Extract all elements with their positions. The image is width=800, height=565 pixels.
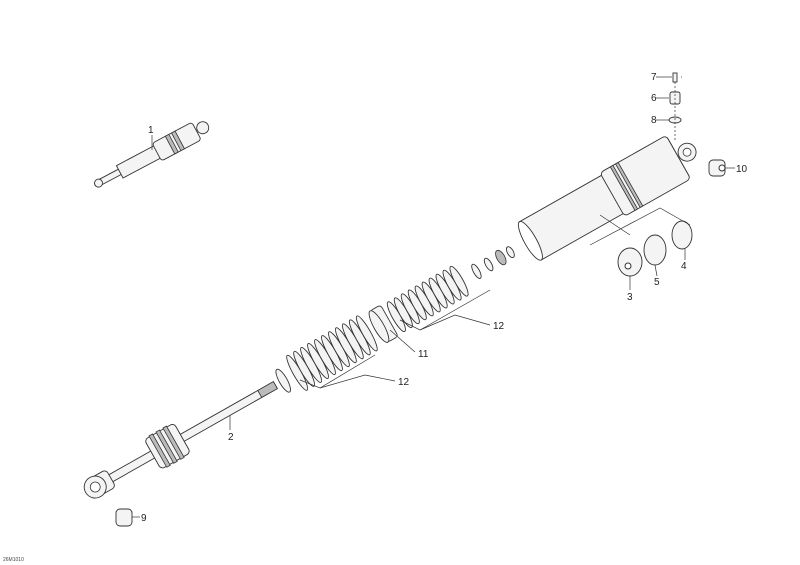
part-10-bushing[interactable]	[708, 159, 726, 177]
washer[interactable]	[505, 245, 516, 259]
part-4-diaphragm[interactable]	[671, 220, 693, 250]
spring-coil	[449, 265, 469, 297]
callout-5[interactable]: 5	[654, 277, 660, 288]
callout-8[interactable]: 8	[651, 115, 657, 126]
part-9-bushing[interactable]	[115, 508, 133, 527]
callout-9[interactable]: 9	[141, 513, 147, 524]
callout-12-lower[interactable]: 12	[398, 377, 410, 388]
callout-6[interactable]: 6	[651, 93, 657, 104]
part-11-piston[interactable]	[366, 305, 399, 345]
callout-2[interactable]: 2	[228, 432, 234, 443]
washer[interactable]	[483, 257, 495, 272]
shock-body[interactable]	[513, 126, 707, 266]
part-2-shaft[interactable]	[77, 369, 284, 508]
leader-lines	[132, 76, 735, 518]
callout-10[interactable]: 10	[736, 164, 748, 175]
spring-upper[interactable]	[385, 264, 471, 333]
part-3-cap[interactable]	[617, 247, 643, 277]
part-1-shock-assembly[interactable]	[90, 116, 212, 194]
washer[interactable]	[273, 367, 293, 394]
callout-1[interactable]: 1	[148, 125, 154, 136]
spring-lower[interactable]	[284, 314, 380, 392]
callout-4[interactable]: 4	[681, 261, 687, 272]
part-5-ring[interactable]	[643, 234, 667, 266]
diagram-code: 26M1010	[3, 557, 24, 563]
callout-12-upper[interactable]: 12	[493, 321, 505, 332]
washer[interactable]	[470, 263, 483, 280]
callout-7[interactable]: 7	[651, 72, 657, 83]
nut[interactable]	[493, 249, 508, 267]
part-7-screw[interactable]	[672, 72, 678, 83]
spring-coil	[355, 315, 378, 352]
callout-3[interactable]: 3	[627, 292, 633, 303]
callout-11[interactable]: 11	[418, 349, 429, 360]
